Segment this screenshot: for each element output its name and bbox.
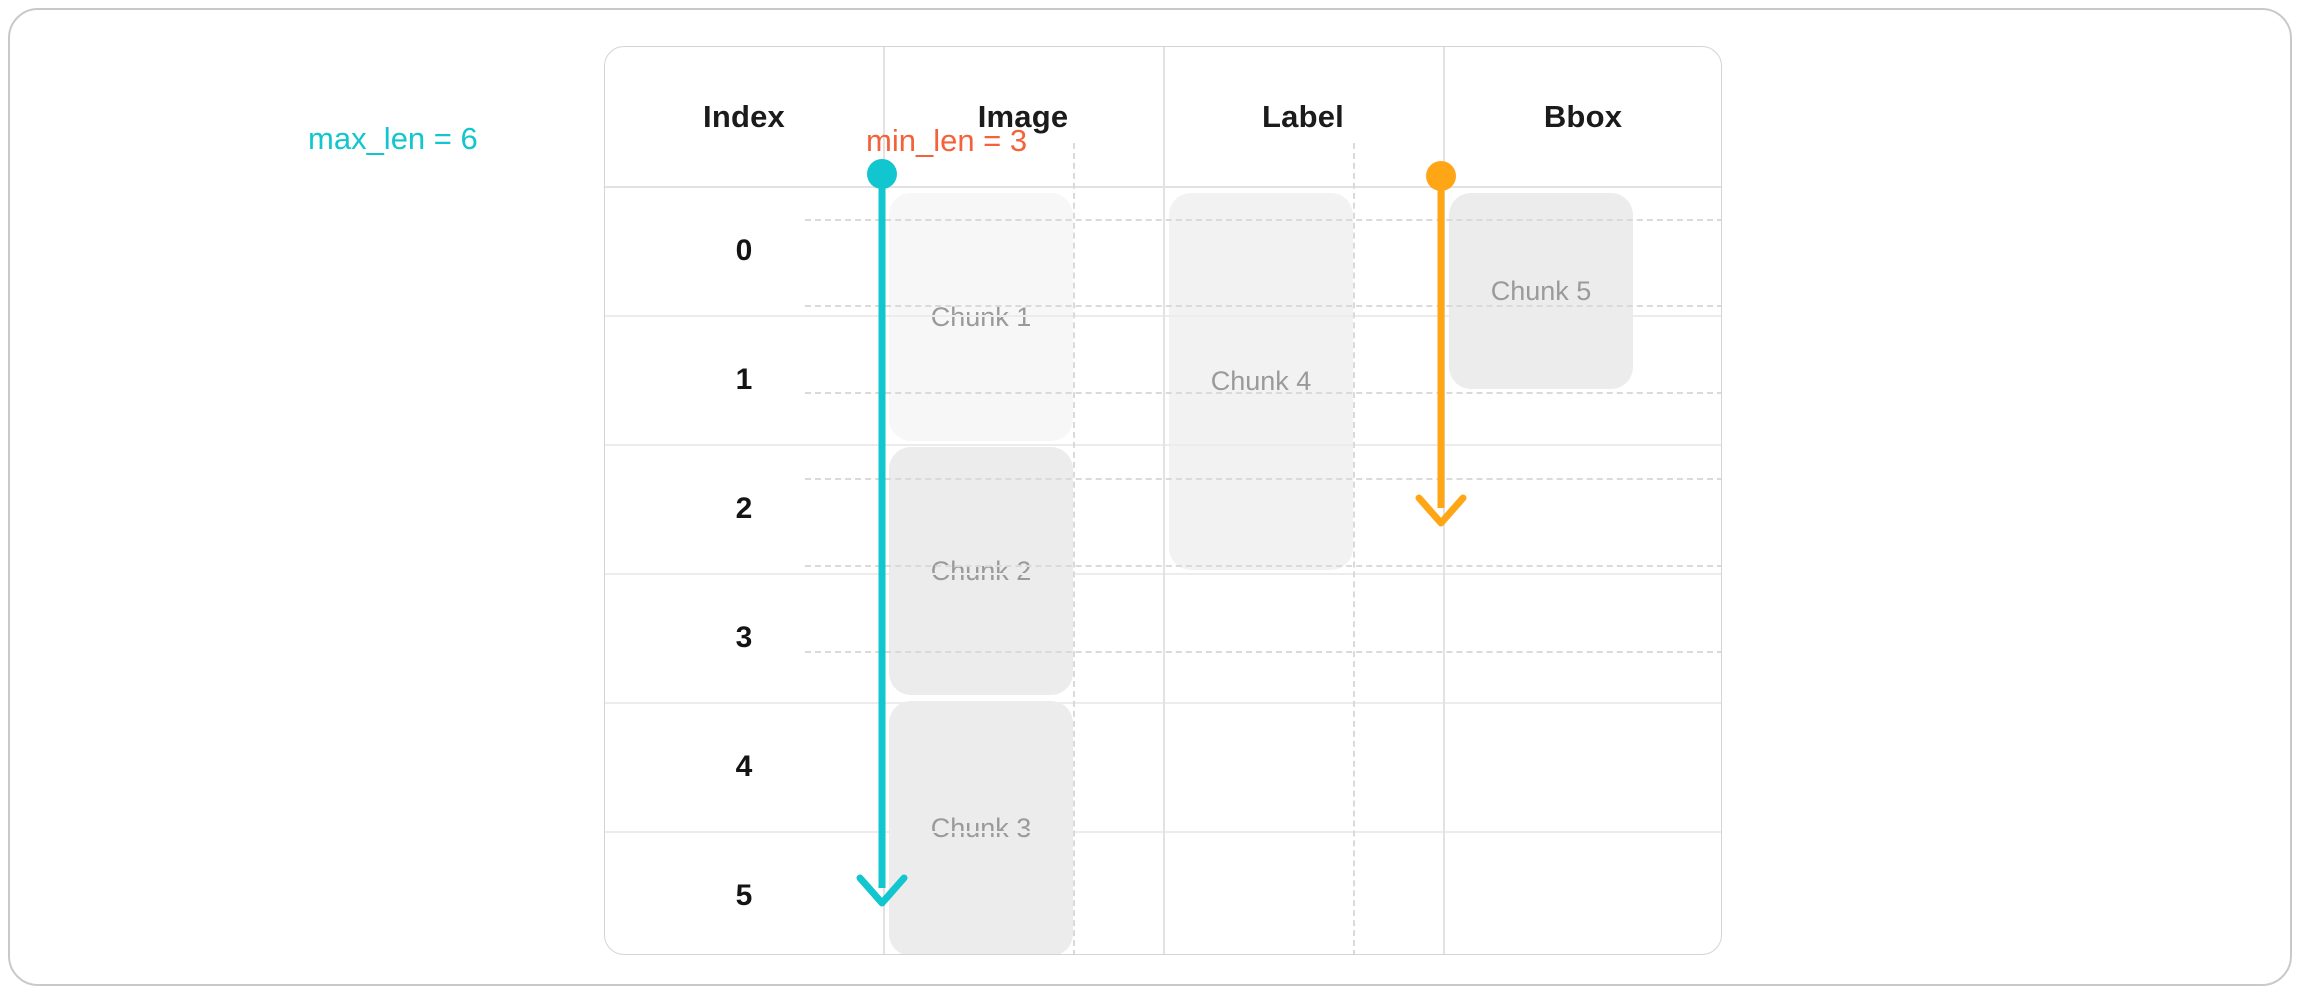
column-header-image: Image [883, 47, 1163, 186]
index-value: 5 [735, 878, 753, 912]
index-cell-0: 0 [605, 186, 883, 315]
index-cell-4: 4 [605, 702, 883, 831]
index-cell-2: 2 [605, 444, 883, 573]
dash-grid-line [805, 478, 1721, 480]
max-len-annotation-label: max_len = 6 [308, 121, 478, 156]
dash-grid-line [805, 305, 1721, 307]
chunk-block-chunk-3: Chunk 3 [889, 701, 1073, 954]
chunk-label: Chunk 5 [1490, 275, 1592, 306]
column-header-label: Bbox [1543, 98, 1623, 134]
column-header-label: Index [703, 98, 785, 134]
dash-grid-line [805, 651, 1721, 653]
index-cell-3: 3 [605, 573, 883, 702]
chunk-label: Chunk 4 [1210, 366, 1312, 396]
chunk-table: Chunk 1 Chunk 2 Chunk 3 Chunk 4 Chunk 5 [604, 46, 1722, 955]
column-header-label: Label [1163, 47, 1443, 186]
chunk-block-chunk-5: Chunk 5 [1449, 193, 1633, 389]
column-header-index: Index [605, 47, 883, 186]
chunk-block-chunk-1: Chunk 1 [889, 193, 1073, 441]
index-cell-1: 1 [605, 315, 883, 444]
chunk-label: Chunk 3 [930, 813, 1032, 843]
dash-grid-line [805, 392, 1721, 394]
index-cell-5: 5 [605, 831, 883, 954]
index-value: 0 [735, 233, 753, 267]
dash-grid-line [1073, 143, 1075, 954]
outer-card: Chunk 1 Chunk 2 Chunk 3 Chunk 4 Chunk 5 [8, 8, 2292, 986]
column-header-bbox: Bbox [1443, 47, 1721, 186]
dash-grid-line [805, 219, 1721, 221]
index-value: 4 [735, 749, 753, 783]
index-value: 1 [735, 362, 753, 396]
column-header-label: Image [977, 98, 1069, 134]
chunk-block-chunk-4: Chunk 4 [1169, 193, 1353, 570]
chunk-block-chunk-2: Chunk 2 [889, 447, 1073, 695]
column-header-label: Label [1262, 98, 1344, 134]
chunk-label: Chunk 2 [930, 555, 1032, 586]
dash-grid-line [805, 565, 1721, 567]
dash-grid-line [1353, 143, 1355, 954]
min-len-annotation-label: min_len = 3 [866, 123, 1028, 158]
index-value: 3 [735, 620, 753, 654]
index-value: 2 [735, 491, 753, 525]
column-separator [1163, 47, 1165, 954]
